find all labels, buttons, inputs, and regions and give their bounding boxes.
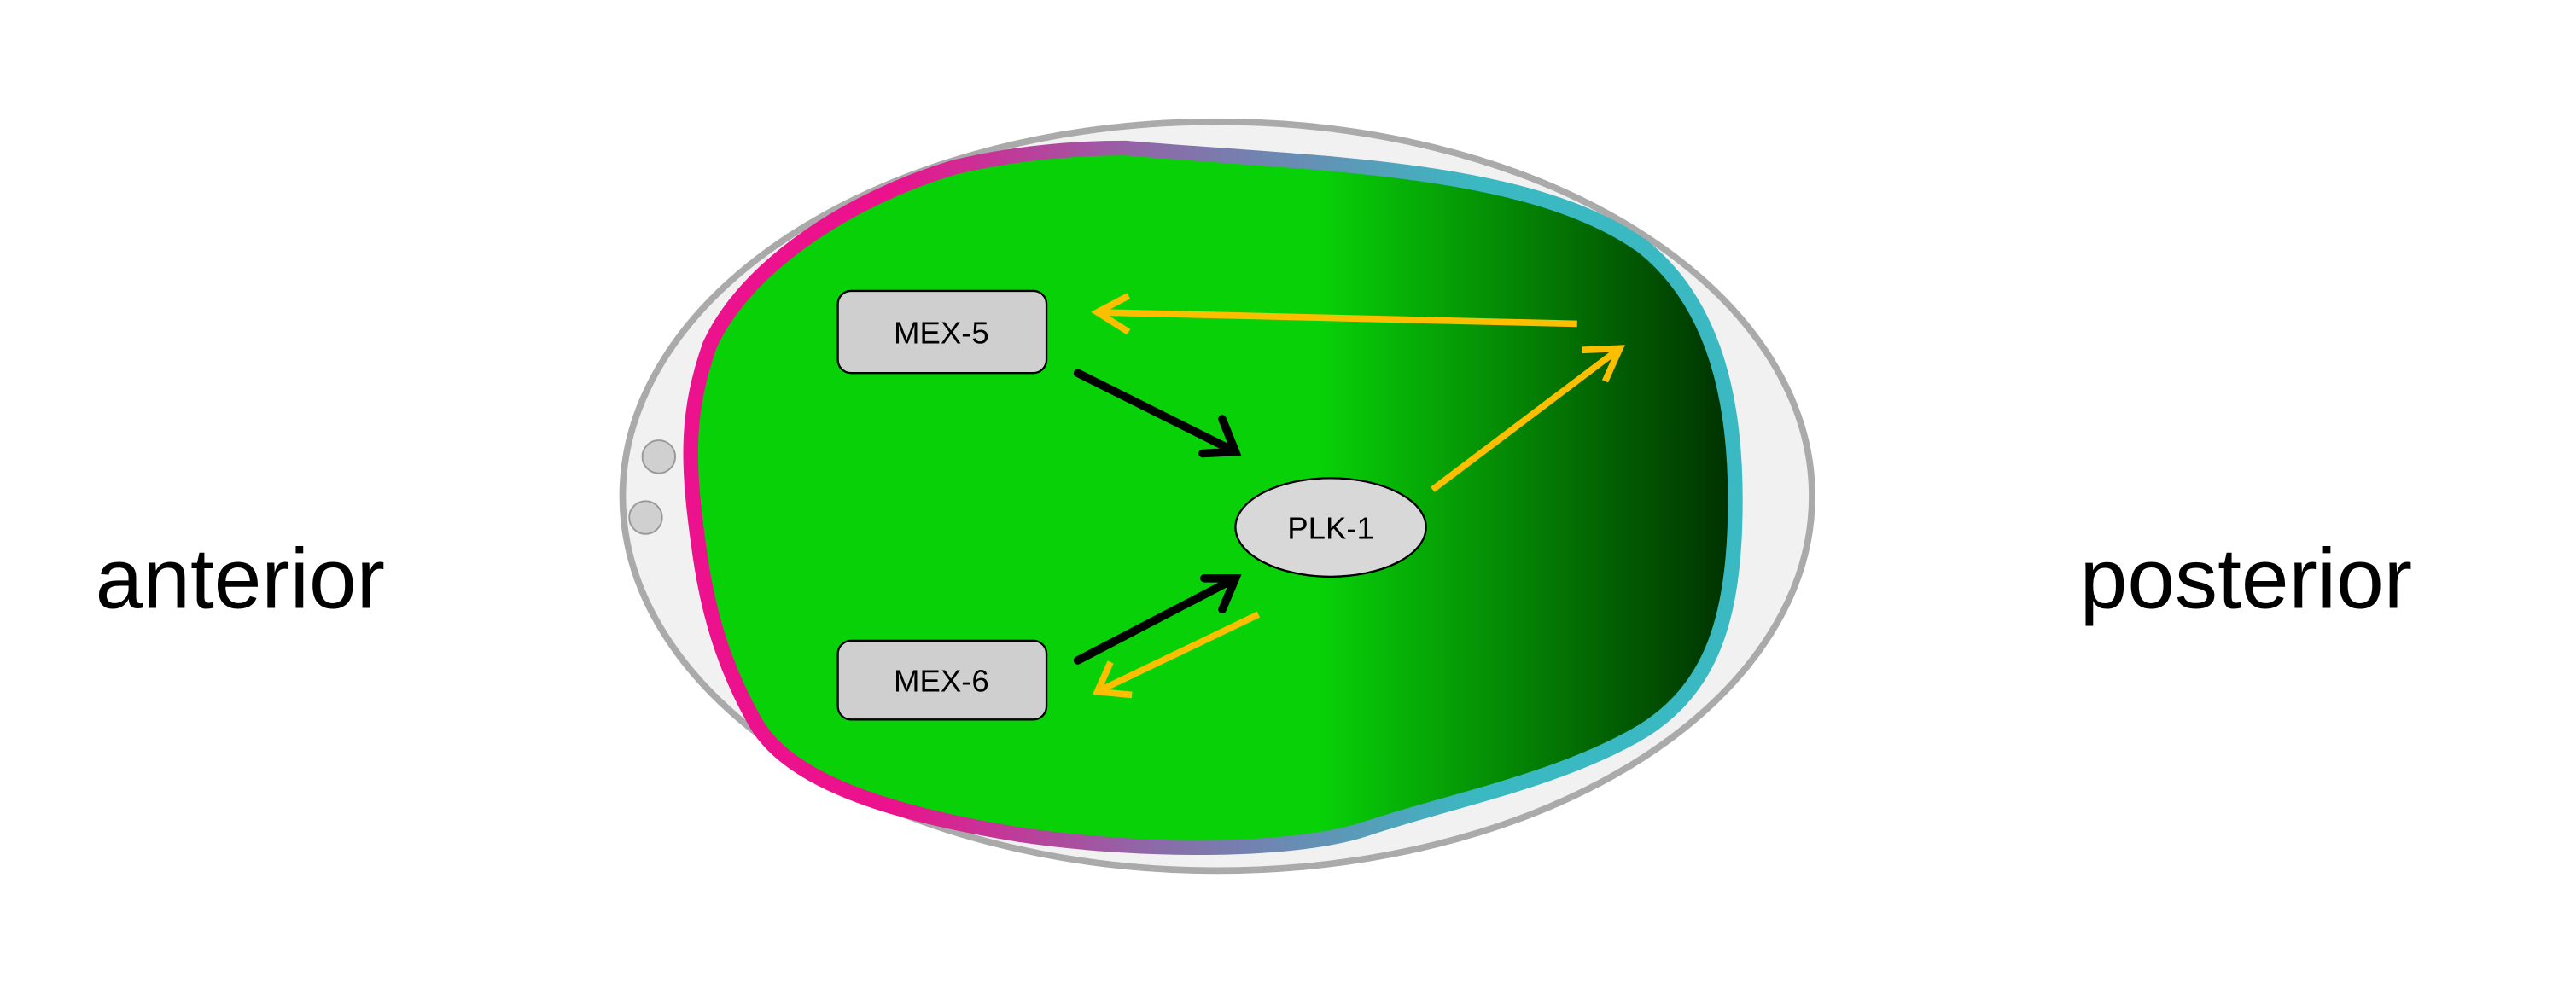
arrowhead-icon	[1091, 293, 1131, 335]
mex5-to-plk1-arrow	[1073, 369, 1240, 456]
arrowhead-icon	[1198, 415, 1242, 458]
plk1-label: PLK-1	[1287, 511, 1374, 546]
arrowhead-icon	[1582, 345, 1625, 383]
anterior-label: anterior	[96, 531, 385, 626]
arrowhead-icon	[1200, 573, 1242, 614]
mex5-label: MEX-5	[894, 316, 989, 351]
plk1-to-mex6-arrow	[1096, 611, 1261, 695]
polar-body	[628, 500, 663, 535]
activation-arrows	[1073, 369, 1242, 665]
polar-body	[641, 439, 677, 474]
plk1-to-mex5-arrow	[1097, 309, 1577, 328]
cytoplasm	[683, 140, 1743, 855]
mex6-node: MEX-6	[836, 639, 1048, 721]
mex6-to-plk1-arrow	[1073, 573, 1240, 665]
feedback-arrows	[1091, 293, 1625, 699]
mex6-label: MEX-6	[894, 664, 989, 699]
posterior-label: posterior	[2080, 531, 2412, 626]
mex5-node: MEX-5	[836, 289, 1048, 375]
plk1-posterior-arrow	[1431, 346, 1623, 492]
arrowhead-icon	[1093, 660, 1133, 699]
plk1-node: PLK-1	[1234, 477, 1427, 578]
